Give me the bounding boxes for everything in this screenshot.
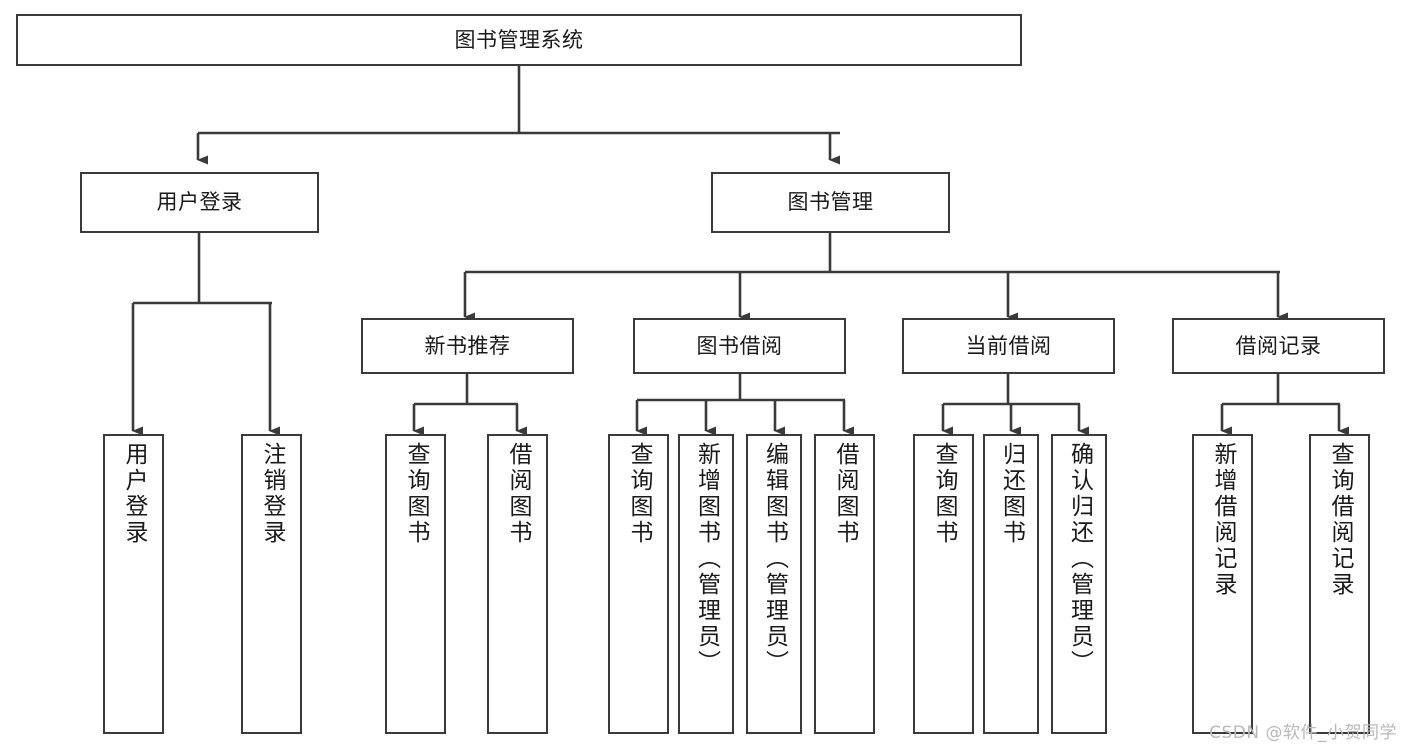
node-leaf-add-book[interactable]: 新增图书（管理员）	[678, 434, 734, 734]
node-current-borrow-label: 当前借阅	[965, 333, 1052, 358]
node-book-borrow-label: 图书借阅	[696, 333, 783, 358]
node-leaf-confirm-return-label: 确认归还（管理员）	[1066, 442, 1093, 676]
node-leaf-user-login[interactable]: 用户登录	[103, 434, 164, 734]
node-borrow-record-label: 借阅记录	[1235, 333, 1322, 358]
node-current-borrow[interactable]: 当前借阅	[902, 318, 1115, 374]
node-leaf-add-borrow-record-label: 新增借阅记录	[1210, 442, 1236, 598]
node-leaf-query-borrow-record[interactable]: 查询借阅记录	[1309, 434, 1370, 734]
node-leaf-borrow-book-1[interactable]: 借阅图书	[487, 434, 548, 734]
node-root[interactable]: 图书管理系统	[16, 14, 1022, 66]
node-new-book-recommend[interactable]: 新书推荐	[361, 318, 574, 374]
node-book-manage[interactable]: 图书管理	[711, 172, 950, 233]
node-user-login[interactable]: 用户登录	[80, 172, 319, 233]
node-leaf-add-borrow-record[interactable]: 新增借阅记录	[1192, 434, 1253, 734]
node-leaf-return-book[interactable]: 归还图书	[983, 434, 1039, 734]
node-leaf-query-book-3[interactable]: 查询图书	[913, 434, 974, 734]
node-leaf-query-book-2[interactable]: 查询图书	[608, 434, 669, 734]
node-leaf-user-login-label: 用户登录	[121, 442, 147, 546]
node-leaf-query-borrow-record-label: 查询借阅记录	[1327, 442, 1353, 598]
node-user-login-label: 用户登录	[156, 190, 243, 215]
node-leaf-query-book-2-label: 查询图书	[626, 442, 652, 546]
node-leaf-borrow-book-1-label: 借阅图书	[505, 442, 531, 546]
node-leaf-borrow-book-2-label: 借阅图书	[832, 442, 858, 546]
node-leaf-query-book-1-label: 查询图书	[403, 442, 429, 546]
node-leaf-borrow-book-2[interactable]: 借阅图书	[814, 434, 875, 734]
node-borrow-record[interactable]: 借阅记录	[1172, 318, 1385, 374]
node-leaf-add-book-label: 新增图书（管理员）	[693, 442, 720, 676]
node-leaf-logout-login-label: 注销登录	[259, 442, 285, 546]
node-leaf-query-book-3-label: 查询图书	[931, 442, 957, 546]
node-root-label: 图书管理系统	[454, 27, 584, 52]
node-leaf-edit-book-label: 编辑图书（管理员）	[761, 442, 788, 676]
node-leaf-return-book-label: 归还图书	[998, 442, 1025, 546]
node-book-manage-label: 图书管理	[787, 190, 874, 215]
node-new-book-recommend-label: 新书推荐	[424, 333, 511, 358]
node-book-borrow[interactable]: 图书借阅	[633, 318, 846, 374]
node-leaf-edit-book[interactable]: 编辑图书（管理员）	[746, 434, 802, 734]
node-leaf-query-book-1[interactable]: 查询图书	[385, 434, 446, 734]
node-leaf-logout-login[interactable]: 注销登录	[241, 434, 302, 734]
node-leaf-confirm-return[interactable]: 确认归还（管理员）	[1051, 434, 1107, 734]
